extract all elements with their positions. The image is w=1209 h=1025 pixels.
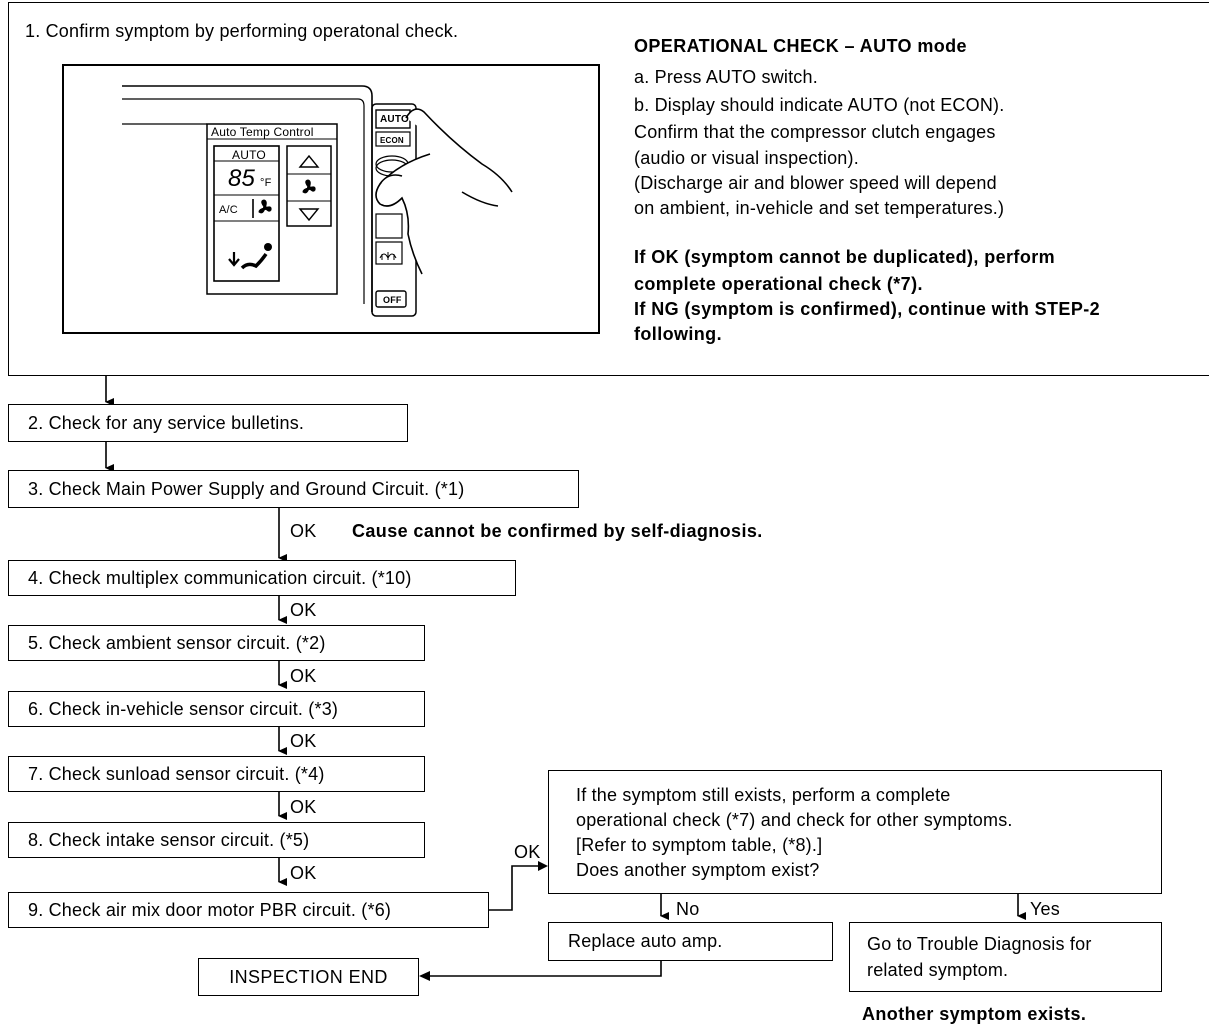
replace-auto-amp-text: Replace auto amp. [568, 931, 723, 951]
replace-auto-amp-box: Replace auto amp. [548, 922, 833, 961]
lcd-fan-icon [258, 199, 272, 214]
step-7-text: 7. Check sunload sensor circuit. (*4) [28, 763, 325, 784]
vent-mode-icon [228, 243, 272, 270]
cause-note: Cause cannot be confirmed by self-diagno… [352, 521, 763, 541]
step-2-box: 2. Check for any service bulletins. [8, 404, 408, 442]
symptom-line-2: operational check (*7) and check for oth… [576, 810, 1013, 830]
step-6-text: 6. Check in-vehicle sensor circuit. (*3) [28, 698, 339, 719]
inspection-end-text: INSPECTION END [229, 966, 388, 987]
op-check-line-3: Confirm that the compressor clutch engag… [634, 122, 996, 142]
another-symptom-note: Another symptom exists. [862, 1004, 1087, 1024]
symptom-question-box [548, 770, 1162, 894]
lcd-ac-label: A/C [219, 204, 238, 216]
ok-label-5: OK [290, 666, 317, 686]
off-button-label: OFF [383, 295, 402, 305]
step-5-box: 5. Check ambient sensor circuit. (*2) [8, 625, 425, 661]
lcd-auto-label: AUTO [232, 148, 266, 162]
op-check-heading: OPERATIONAL CHECK – AUTO mode [634, 36, 967, 56]
fan-icon [302, 179, 316, 194]
down-arrow-icon [298, 208, 320, 222]
no-label: No [676, 899, 700, 919]
op-check-line-4: (audio or visual inspection). [634, 148, 859, 168]
step-8-box: 8. Check intake sensor circuit. (*5) [8, 822, 425, 858]
ok-label-6: OK [290, 731, 317, 751]
op-check-bold-1: If OK (symptom cannot be duplicated), pe… [634, 247, 1056, 267]
step-2-text: 2. Check for any service bulletins. [28, 412, 305, 433]
goto-line-1: Go to Trouble Diagnosis for [867, 934, 1092, 954]
op-check-bold-3: If NG (symptom is confirmed), continue w… [634, 299, 1101, 319]
ok-label-4: OK [290, 600, 317, 620]
ok-label-3: OK [290, 521, 317, 541]
step-4-box: 4. Check multiplex communication circuit… [8, 560, 516, 596]
control-panel-drawing [122, 85, 513, 317]
up-arrow-icon [298, 154, 320, 168]
goto-diagnosis-box [849, 922, 1162, 992]
finger-icon [375, 108, 513, 275]
control-panel-illustration: Auto Temp Control AUTO 85 °F A/C AUTO EC… [62, 64, 600, 334]
goto-line-2: related symptom. [867, 960, 1009, 980]
step-9-box: 9. Check air mix door motor PBR circuit.… [8, 892, 489, 928]
lcd-temp-unit: °F [260, 177, 272, 189]
symptom-line-1: If the symptom still exists, perform a c… [576, 785, 951, 805]
panel-title: Auto Temp Control [211, 125, 314, 139]
op-check-line-6: on ambient, in-vehicle and set temperatu… [634, 198, 1005, 218]
inspection-end-box: INSPECTION END [198, 958, 419, 996]
step-5-text: 5. Check ambient sensor circuit. (*2) [28, 632, 326, 653]
defrost-icon [379, 252, 397, 260]
auto-button-label: AUTO [380, 114, 409, 125]
symptom-line-3: [Refer to symptom table, (*8).] [576, 835, 823, 855]
ok-label-8: OK [290, 863, 317, 883]
step-6-box: 6. Check in-vehicle sensor circuit. (*3) [8, 691, 425, 727]
op-check-line-2: b. Display should indicate AUTO (not ECO… [634, 95, 1005, 115]
ok-label-7: OK [290, 797, 317, 817]
yes-label: Yes [1030, 899, 1060, 919]
econ-button-label: ECON [380, 136, 404, 145]
step-7-box: 7. Check sunload sensor circuit. (*4) [8, 756, 425, 792]
op-check-bold-2: complete operational check (*7). [634, 274, 923, 294]
symptom-line-4: Does another symptom exist? [576, 860, 820, 880]
step-3-text: 3. Check Main Power Supply and Ground Ci… [28, 478, 465, 499]
step1-text: 1. Confirm symptom by performing operato… [25, 21, 459, 41]
step-9-text: 9. Check air mix door motor PBR circuit.… [28, 899, 392, 920]
ok-label-9: OK [514, 842, 541, 862]
step-8-text: 8. Check intake sensor circuit. (*5) [28, 829, 310, 850]
op-check-line-5: (Discharge air and blower speed will dep… [634, 173, 997, 193]
step-3-box: 3. Check Main Power Supply and Ground Ci… [8, 470, 579, 508]
op-check-line-1: a. Press AUTO switch. [634, 67, 818, 87]
op-check-bold-4: following. [634, 324, 722, 344]
lcd-temp-value: 85 [228, 165, 256, 192]
step-4-text: 4. Check multiplex communication circuit… [28, 567, 412, 588]
